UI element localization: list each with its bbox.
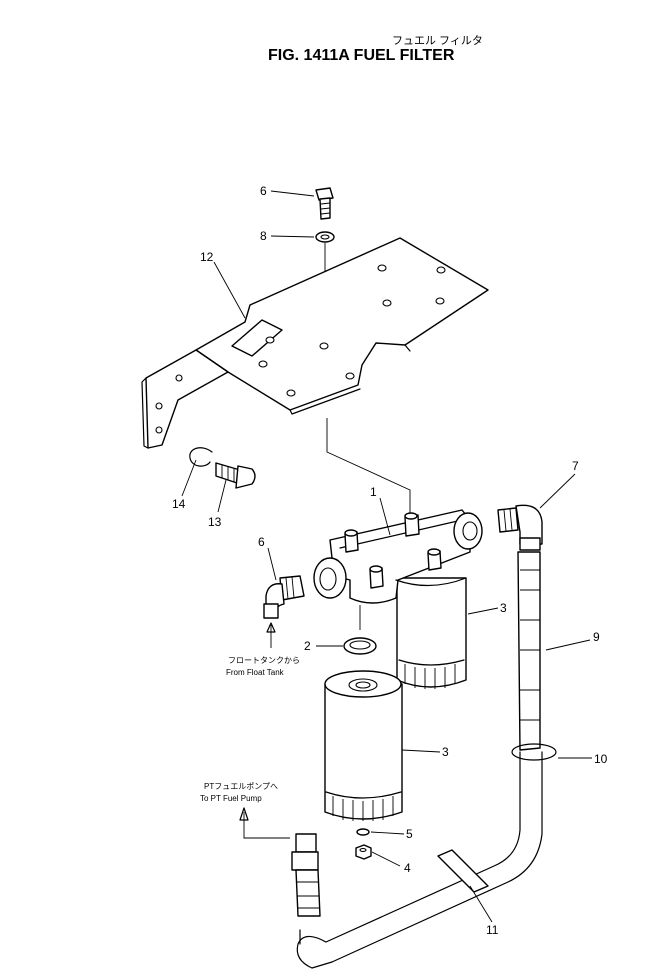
callout-13: 13 (208, 515, 222, 529)
hose-to-pump (291, 833, 321, 917)
washer-part-8 (315, 231, 335, 243)
callout-7: 6 (260, 184, 267, 198)
bolt-part-13 (215, 462, 256, 489)
elbow-fitting-left-part-6 (263, 575, 305, 619)
callout-1: 1 (370, 485, 377, 499)
hose-part-9 (517, 551, 541, 751)
figure-title: FIG. 1411A FUEL FILTER (268, 47, 455, 64)
o-ring-part-2 (343, 637, 377, 655)
callout-6-left: 6 (258, 535, 265, 549)
note-pt-pump-en: To PT Fuel Pump (200, 794, 262, 803)
callout-12: 12 (200, 250, 214, 264)
note-float-tank-en: From Float Tank (226, 668, 285, 677)
callout-6-right: 7 (572, 459, 579, 473)
nut-part-4 (355, 844, 372, 860)
filter-head-part-1 (313, 509, 483, 604)
callout-2: 2 (304, 639, 311, 653)
elbow-fitting-right-part-6 (497, 504, 543, 551)
callout-14: 14 (172, 497, 186, 511)
callout-4: 4 (404, 861, 411, 875)
washer-part-5 (356, 828, 370, 836)
callout-11: 11 (486, 923, 499, 937)
note-float-tank-jp: フロートタンクから (228, 656, 300, 665)
filter-cartridge-rear (396, 577, 467, 689)
snap-ring-part-14 (189, 447, 213, 467)
filter-cartridge-front (324, 670, 403, 821)
callout-10: 10 (594, 752, 608, 766)
bolt-part-7 (315, 187, 334, 220)
clamp-part-10 (511, 743, 557, 761)
callout-9: 9 (593, 630, 600, 644)
callout-3-lower: 3 (442, 745, 449, 759)
callout-3-upper: 3 (500, 601, 507, 615)
callout-8: 8 (260, 229, 267, 243)
bracket-part-12 (141, 237, 489, 449)
note-pt-pump-jp: PTフュエルポンプへ (204, 782, 278, 791)
callout-5: 5 (406, 827, 413, 841)
figure-title-jp: フュエル フィルタ (392, 34, 483, 47)
pipe-part-11 (296, 751, 543, 969)
